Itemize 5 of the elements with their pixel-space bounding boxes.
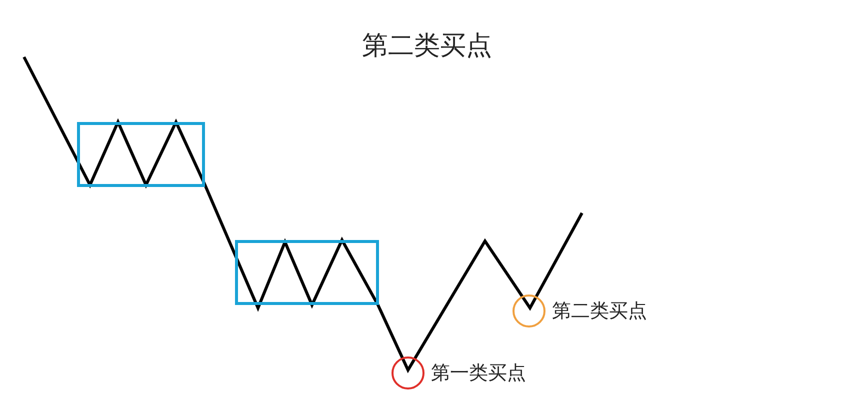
consolidation-box bbox=[77, 122, 205, 187]
buy-point-label: 第一类买点 bbox=[431, 361, 526, 385]
chart-title: 第二类买点 bbox=[362, 30, 492, 63]
buy-point-label: 第二类买点 bbox=[552, 299, 647, 323]
consolidation-box bbox=[235, 240, 379, 305]
